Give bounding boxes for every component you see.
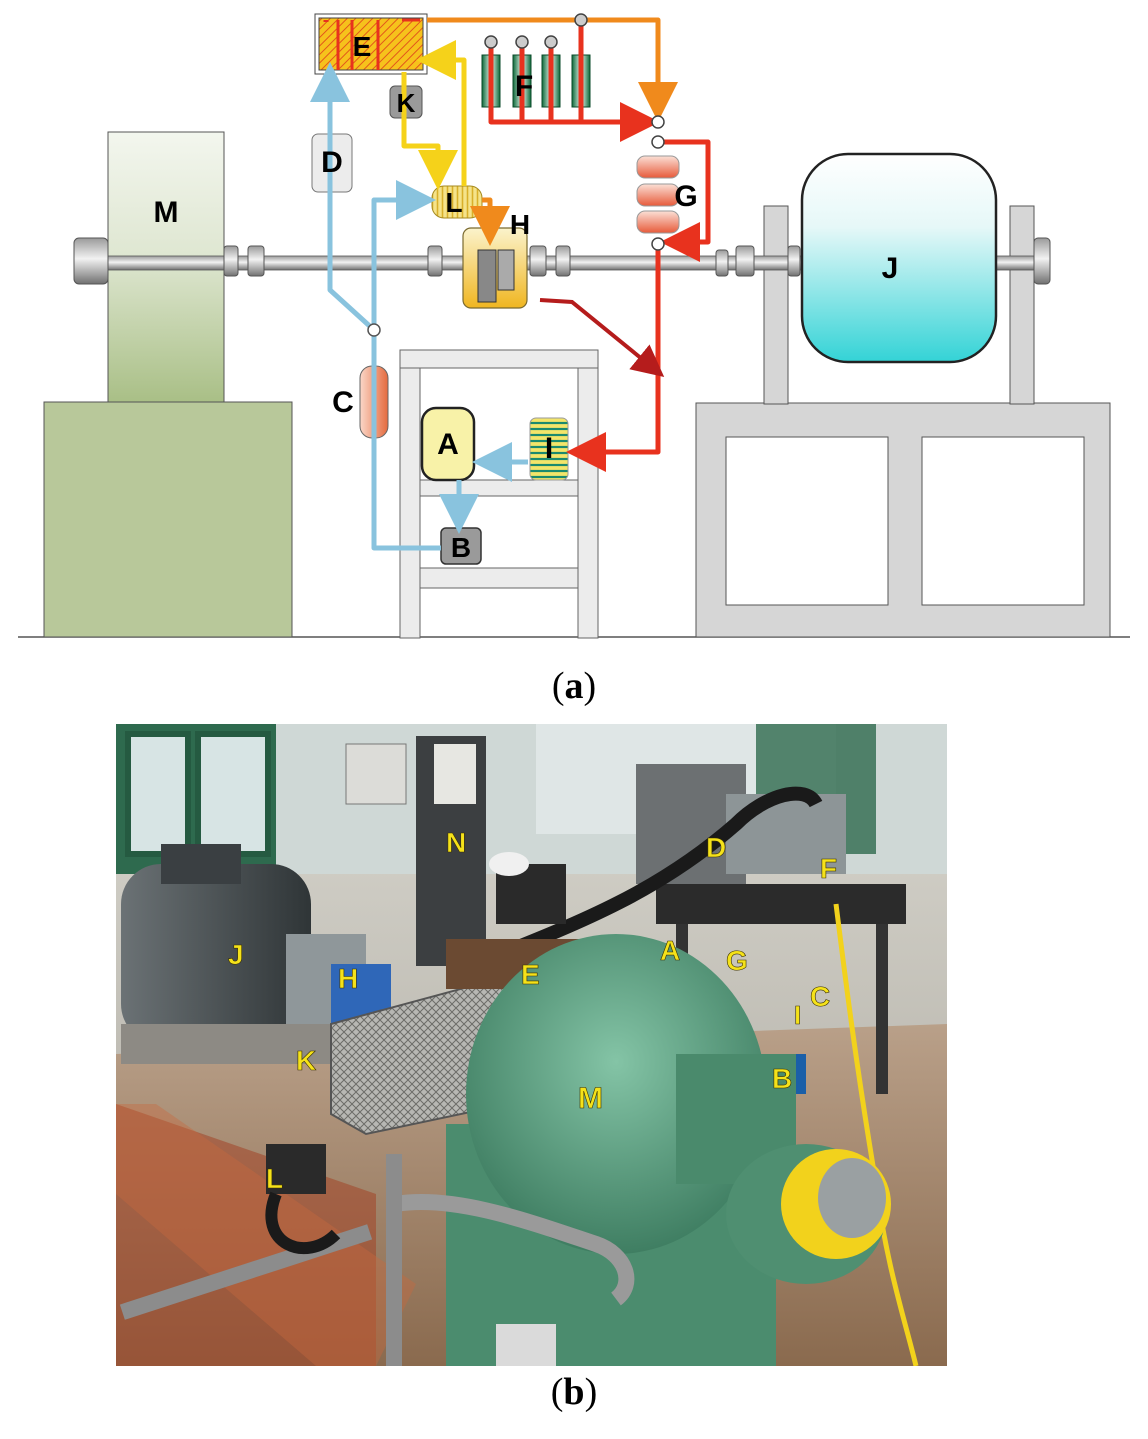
hot-lines-in-e: [336, 18, 420, 70]
photo-label-i: I: [794, 1000, 801, 1030]
label-l: L: [445, 187, 462, 218]
photo-label-l: L: [266, 1163, 283, 1194]
photo-label-j: J: [228, 939, 244, 970]
accumulator-g: [636, 155, 680, 234]
label-e: E: [353, 31, 372, 62]
photo-label-h: H: [338, 963, 358, 994]
photo-label-m: M: [578, 1082, 603, 1115]
test-bench-schematic: M J E K D F G L H C A I B: [18, 13, 1130, 639]
filters-f: [481, 54, 591, 108]
label-g: G: [674, 180, 697, 213]
yellow-lines: [401, 40, 467, 190]
photo-label-g: G: [726, 945, 748, 976]
label-d: D: [321, 146, 343, 179]
photo-label-a: A: [660, 935, 680, 966]
junction-c: [367, 323, 381, 337]
motor-base: [43, 401, 293, 638]
label-m: M: [154, 196, 179, 229]
dyno-frame: [695, 205, 1111, 638]
photo-label-d: D: [706, 832, 726, 863]
label-k: K: [397, 88, 416, 118]
label-a: A: [437, 428, 459, 461]
shelf-stand: [399, 349, 599, 639]
pump-h: [462, 227, 528, 309]
junction-circles: [484, 13, 665, 251]
photo-label-k: K: [296, 1045, 316, 1076]
hot-oil-lines: [323, 20, 711, 472]
caption-b: (b): [550, 1371, 598, 1413]
test-bench-photo: N D F J H E A G C I K B M L: [116, 724, 947, 1366]
photo-label-f: F: [820, 853, 837, 884]
photo-label-e: E: [521, 959, 540, 990]
orange-lines: [427, 17, 678, 246]
photo-label-n: N: [446, 827, 466, 858]
label-i: I: [545, 432, 553, 465]
label-c: C: [332, 386, 354, 419]
label-j: J: [882, 252, 899, 285]
label-b: B: [451, 532, 471, 563]
label-f: F: [515, 70, 533, 103]
tank-j: [800, 152, 998, 364]
photo-label-b: B: [772, 1063, 792, 1094]
pump-return-line: [539, 298, 665, 378]
label-h: H: [510, 209, 530, 240]
photo-label-c: C: [810, 981, 830, 1012]
caption-a: (a): [551, 665, 597, 707]
